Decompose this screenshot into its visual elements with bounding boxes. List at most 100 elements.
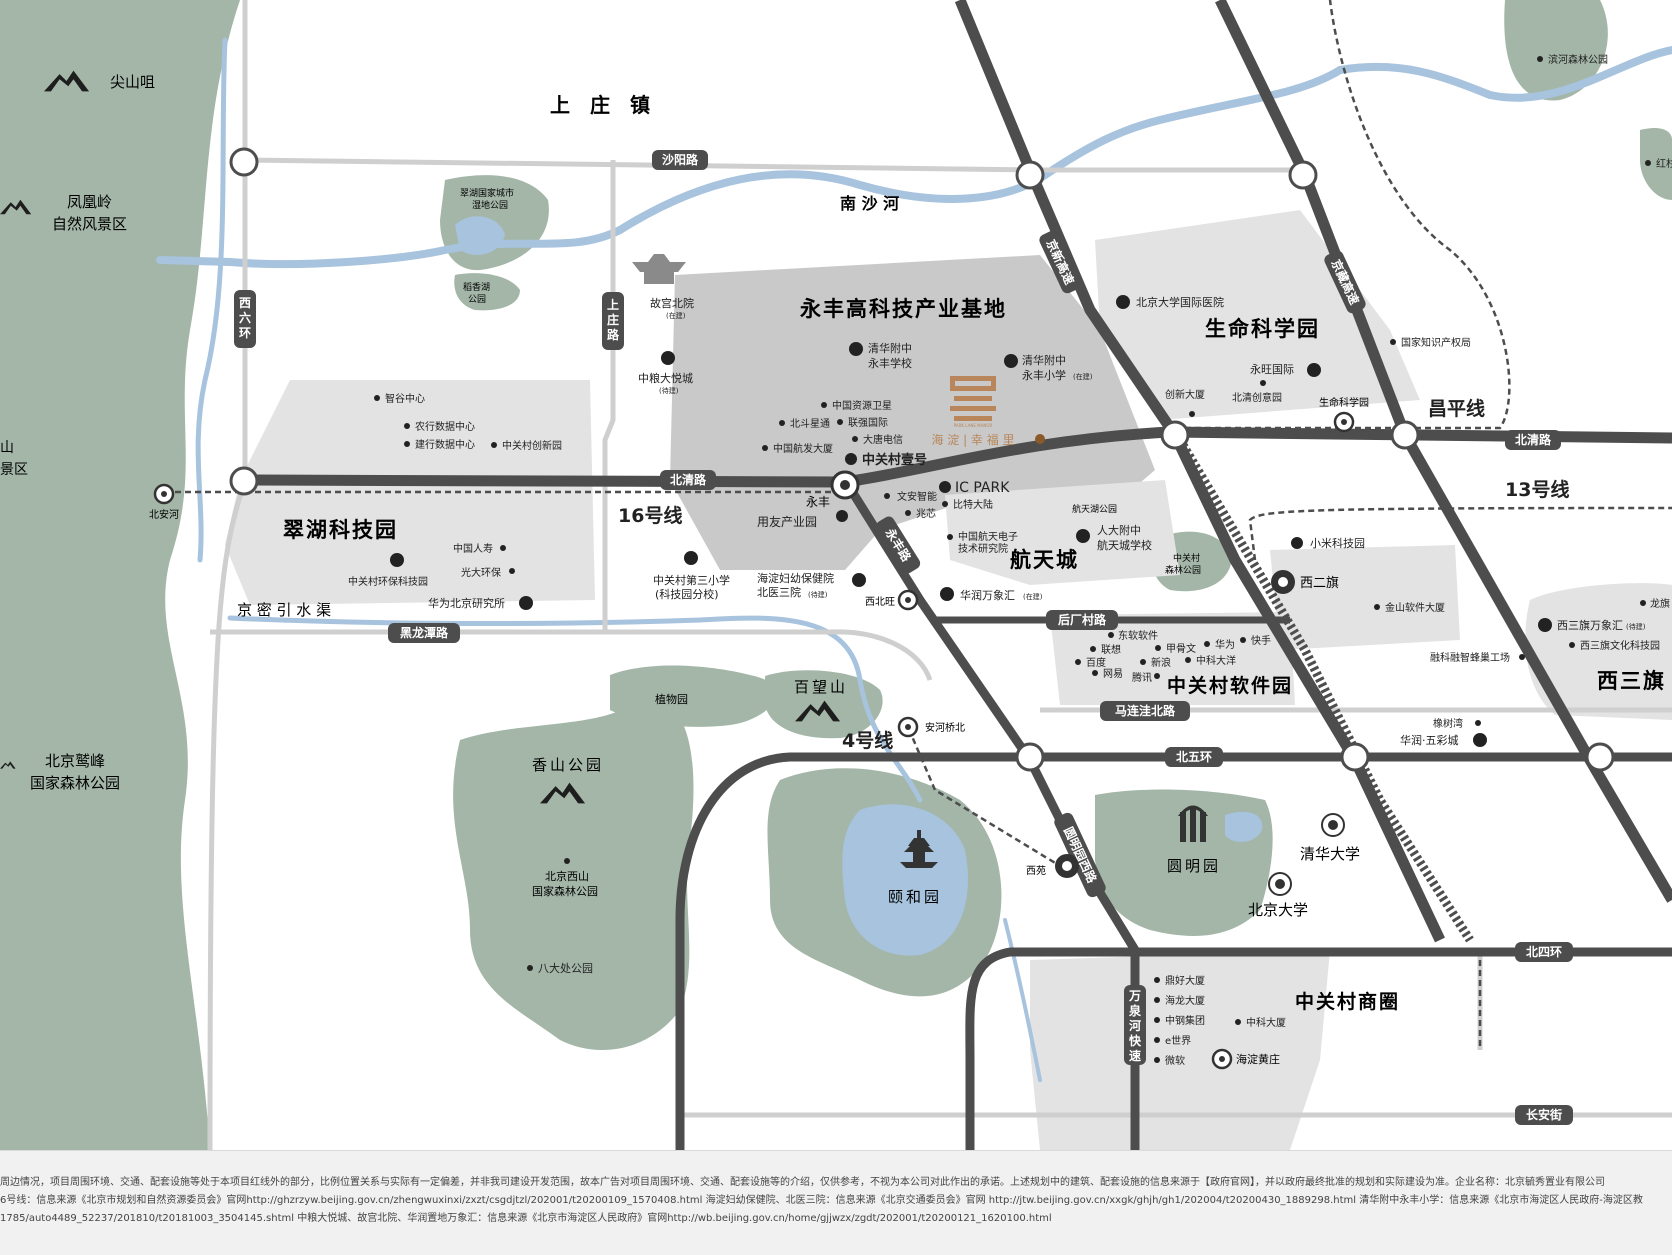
landmark-icons bbox=[0, 70, 1345, 896]
svg-text:比特大陆: 比特大陆 bbox=[953, 498, 993, 511]
poi-zgc-no1: 中关村壹号 bbox=[845, 452, 927, 468]
hangtian-zone bbox=[945, 480, 1180, 585]
road-label-xiliuhuan: 西六环 bbox=[234, 290, 256, 348]
office-building-icon bbox=[845, 453, 857, 465]
svg-text:中关村第三小学(科技园分校): 中关村第三小学(科技园分校) bbox=[653, 573, 730, 601]
poi-wucaicheng: 华润·五彩城 bbox=[1400, 733, 1487, 747]
poi-renda-school: 人大附中航天城学校 bbox=[1076, 523, 1152, 552]
svg-text:中关村环保科技园: 中关村环保科技园 bbox=[348, 575, 428, 588]
station-xibeiwang: 西北旺 bbox=[865, 589, 919, 611]
disclaimer-line-3: 1785/auto4489_52237/201810/t20181003_350… bbox=[0, 1213, 1052, 1224]
poi-wangyi: 网易 bbox=[1092, 668, 1123, 680]
svg-text:光大环保: 光大环保 bbox=[461, 566, 501, 579]
disclaimer-line-1: 周边情况，项目周围环境、交通、配套设施等处于本项目红线外的部分，比例位置关系与实… bbox=[0, 1177, 1605, 1188]
line-13-label: 13号线 bbox=[1505, 478, 1569, 501]
area-jianshan: 尖山咀 bbox=[110, 73, 155, 91]
svg-text:海淀妇幼保健院北医三院: 海淀妇幼保健院北医三院 bbox=[757, 571, 834, 599]
disclaimer-line-2: 6号线：信息来源《北京市规划和自然资源委员会》官网http://ghzrzyw.… bbox=[0, 1195, 1643, 1206]
interchange-jingzang-beiqing bbox=[1390, 420, 1420, 450]
disclaimer: 周边情况，项目周围环境、交通、配套设施等处于本项目红线外的部分，比例位置关系与实… bbox=[0, 1150, 1672, 1255]
svg-text:用友产业园: 用友产业园 bbox=[757, 515, 817, 529]
office-building-icon bbox=[519, 596, 533, 610]
interchange-jingzang-beiwu bbox=[1585, 742, 1615, 772]
shopping-bag-icon bbox=[661, 351, 675, 365]
station-anheqiaobei: 安河桥北 bbox=[897, 716, 965, 738]
poi-pku-hospital: 北京大学国际医院 bbox=[1116, 295, 1224, 309]
svg-text:创新大厦: 创新大厦 bbox=[1165, 388, 1205, 401]
poi-weiruan: 微软 bbox=[1154, 1054, 1185, 1067]
office-building-icon bbox=[1291, 537, 1303, 549]
svg-text:鼎好大厦: 鼎好大厦 bbox=[1165, 974, 1205, 987]
road-label-shayang: 沙阳路 bbox=[652, 150, 708, 170]
poi-beidou: 北斗星通 bbox=[779, 418, 830, 430]
poi-xiangshuwan: 橡树湾 bbox=[1433, 717, 1481, 730]
area-xisanqi: 西三旗 bbox=[1597, 669, 1666, 693]
interchange-xiliuhuan-beiqing bbox=[229, 466, 259, 496]
project-location-dot bbox=[1035, 434, 1045, 444]
poi-ip-office: 国家知识产权局 bbox=[1390, 336, 1471, 349]
area-shangzhuang: 上 庄 镇 bbox=[550, 93, 650, 117]
poi-xishan-dot bbox=[564, 858, 570, 864]
cuihu-lake bbox=[455, 216, 505, 255]
svg-text:八大处公园: 八大处公园 bbox=[538, 961, 593, 975]
poi-bite: 比特大陆 bbox=[942, 498, 993, 511]
heilongtan-road bbox=[210, 629, 933, 681]
svg-text:(在建): (在建) bbox=[1073, 372, 1093, 381]
hospital-icon bbox=[1116, 295, 1130, 309]
svg-text:北清创意园: 北清创意园 bbox=[1232, 391, 1282, 404]
svg-text:中国航天电子技术研究院: 中国航天电子技术研究院 bbox=[958, 530, 1018, 555]
area-zgc-forest: 中关村森林公园 bbox=[1165, 552, 1201, 576]
line-13 bbox=[1248, 506, 1672, 561]
svg-text:北京大学国际医院: 北京大学国际医院 bbox=[1136, 295, 1224, 309]
poi-lianxiang: 联想 bbox=[1090, 643, 1121, 656]
poi-longyu: 龙旗 bbox=[1640, 597, 1670, 610]
zhiwuyuan-park bbox=[610, 665, 777, 727]
svg-text:北五环: 北五环 bbox=[1176, 749, 1212, 764]
yongfeng-road bbox=[844, 482, 1140, 1150]
svg-text:西三旗万象汇: 西三旗万象汇 bbox=[1557, 618, 1623, 632]
shopping-bag-icon bbox=[1538, 618, 1552, 632]
poi-xisanqi-wanxiang: 西三旗万象汇(待建) bbox=[1538, 618, 1646, 632]
svg-text:百度: 百度 bbox=[1086, 656, 1106, 669]
svg-text:融科融智蜂巢工场: 融科融智蜂巢工场 bbox=[1430, 651, 1510, 664]
xisanqi-zone bbox=[1525, 583, 1672, 720]
svg-text:快手: 快手 bbox=[1251, 634, 1271, 647]
road-label-malianwa: 马连洼北路 bbox=[1100, 701, 1190, 721]
area-baiwangshan: 百望山 bbox=[794, 678, 848, 696]
line-4 bbox=[903, 719, 1076, 877]
road-label-beiqing-e: 北清路 bbox=[1505, 430, 1561, 450]
interchange-xiliuhuan-shayang bbox=[229, 147, 259, 177]
svg-text:联强国际: 联强国际 bbox=[848, 417, 888, 429]
poi-zhaochi: 兆芯 bbox=[905, 507, 936, 520]
svg-text:华润·五彩城: 华润·五彩城 bbox=[1400, 733, 1459, 747]
poi-zgc-huanbao: 中关村环保科技园 bbox=[348, 553, 428, 588]
poi-icpark: IC PARK bbox=[939, 480, 1010, 496]
road-labels: 沙阳路 北清路 北清路 西六环 上庄路 京新高速 京藏高速 黑龙潭路 永丰路 后… bbox=[234, 150, 1573, 1125]
area-tsinghua: 清华大学 bbox=[1300, 845, 1360, 863]
svg-text:网易: 网易 bbox=[1103, 668, 1123, 680]
svg-text:联想: 联想 bbox=[1101, 643, 1121, 656]
interchange-jingxin-shayang bbox=[1015, 160, 1045, 190]
poi-xisanqi-culture: 西三旗文化科技园 bbox=[1569, 639, 1660, 652]
poi-eshijie: e世界 bbox=[1154, 1035, 1191, 1047]
beiqing-road bbox=[244, 426, 1672, 488]
svg-text:IC PARK: IC PARK bbox=[955, 480, 1010, 496]
svg-text:西六环: 西六环 bbox=[239, 296, 251, 340]
svg-text:马连洼北路: 马连洼北路 bbox=[1115, 703, 1176, 718]
svg-text:清华附中永丰小学: 清华附中永丰小学 bbox=[1022, 353, 1066, 382]
road-label-shangzhuang: 上庄路 bbox=[602, 292, 624, 350]
svg-text:(待建): (待建) bbox=[659, 386, 679, 395]
poi-badachu: 八大处公园 bbox=[527, 961, 593, 975]
svg-text:西苑: 西苑 bbox=[1026, 864, 1046, 877]
line-4-label: 4号线 bbox=[842, 729, 893, 752]
metro-line-labels: 16号线 昌平线 13号线 4号线 bbox=[618, 397, 1569, 752]
poi-zgc-chuangxin: 中关村创新园 bbox=[491, 439, 562, 452]
area-xishan-forest: 北京西山国家森林公园 bbox=[532, 869, 598, 898]
xiangshan-park bbox=[453, 699, 694, 1050]
svg-text:e世界: e世界 bbox=[1165, 1035, 1191, 1047]
svg-text:滨河森林公园: 滨河森林公园 bbox=[1548, 53, 1608, 66]
poi-huawei: 华为 bbox=[1204, 638, 1235, 651]
road-label-heilongtan: 黑龙潭路 bbox=[388, 623, 460, 643]
area-jingmi-canal: 京 密 引 水 渠 bbox=[237, 601, 331, 619]
